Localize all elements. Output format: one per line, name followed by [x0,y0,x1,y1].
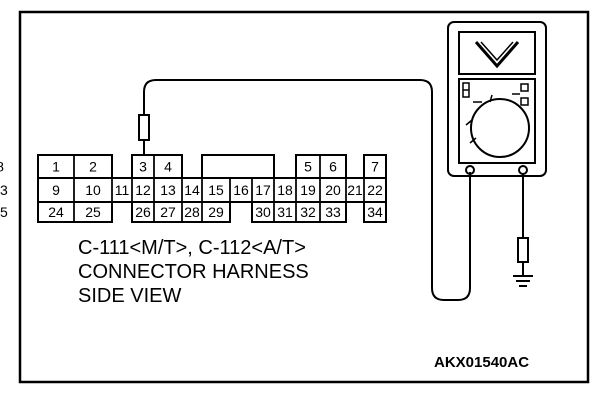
ground-icon [513,275,533,287]
pin-label-22: 22 [367,182,383,198]
pin-label-10: 10 [85,182,101,198]
pin-label-23: 23 [0,182,8,198]
connector-label-line-1: C-111<M/T>, C-112<A/T> [78,237,306,259]
pin-label-2: 2 [89,159,97,175]
pin-label-4: 4 [164,159,172,175]
connector-label-line-2: CONNECTOR HARNESS [78,261,309,283]
pin-label-21: 21 [347,182,363,198]
pin-label-12: 12 [135,182,151,198]
figure-id: AKX01540AC [434,354,530,371]
pin-label-28: 28 [184,204,200,220]
probe-lead-ground [517,174,529,276]
multimeter-icon [447,21,547,177]
pin-label-1: 1 [52,159,60,175]
pin-label-31: 31 [277,204,293,220]
pin-label-29: 29 [208,204,224,220]
pin-label-5: 5 [304,159,312,175]
pin-label-11: 11 [115,182,130,198]
multimeter-terminal-negative [518,165,528,175]
pin-label-25: 25 [85,204,101,220]
pin-grid: 1234567891011121314151617181920212223242… [0,154,387,223]
connector-label-line-3: SIDE VIEW [78,285,182,307]
pin-label-3: 3 [139,159,147,175]
pin-cell-33 [319,201,347,223]
pin-label-24: 24 [48,204,64,220]
pin-label-27: 27 [160,204,176,220]
pin-label-8: 8 [0,159,4,175]
pin-cell-25 [73,201,113,223]
pin-label-30: 30 [255,204,271,220]
pin-label-13: 13 [160,182,176,198]
pin-label-9: 9 [52,182,60,198]
pin-label-32: 32 [300,204,316,220]
pin-cell-29 [201,201,231,223]
pin-label-14: 14 [184,182,200,198]
pin-cell-34 [363,201,387,223]
pin-label-35: 35 [0,204,8,220]
test-probe-icon [138,114,150,141]
probe-lead-positive [138,79,471,301]
pin-label-18: 18 [277,182,293,198]
pin-label-26: 26 [135,204,151,220]
diagram-frame [18,10,590,384]
pin-label-19: 19 [300,182,316,198]
pin-label-20: 20 [325,182,341,198]
pin-label-6: 6 [329,159,337,175]
pin-label-16: 16 [233,182,249,198]
multimeter-terminal-positive [465,165,475,175]
pin-label-17: 17 [255,182,271,198]
pin-label-15: 15 [208,182,224,198]
pin-label-33: 33 [325,204,341,220]
pin-label-34: 34 [367,204,383,220]
pin-label-7: 7 [371,159,379,175]
